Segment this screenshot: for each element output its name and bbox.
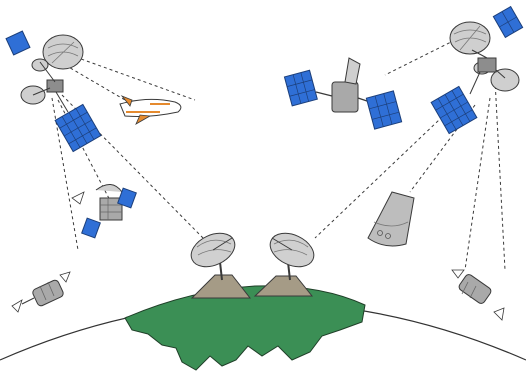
ground-dish-left-icon	[186, 227, 240, 280]
right-communication-satellite-icon	[431, 7, 523, 134]
space-capsule-icon	[368, 192, 414, 246]
ground-dish-right-icon	[265, 227, 319, 280]
link-right-sat-far	[495, 80, 505, 270]
left-probe-icon	[12, 272, 70, 312]
link-right-sat-to-station	[385, 40, 455, 75]
left-space-station-icon	[72, 184, 136, 237]
left-sat-main-panel	[55, 104, 101, 151]
right-sat-small-panel	[493, 7, 522, 38]
link-right-sat-to-probe	[465, 98, 490, 270]
link-left-sat-top	[70, 55, 195, 100]
left-sat-small-panel	[6, 31, 30, 55]
left-communication-satellite-icon	[6, 31, 101, 152]
right-probe-icon	[452, 270, 504, 320]
space-shuttle-icon	[120, 96, 181, 124]
space-station-icon	[284, 58, 401, 129]
